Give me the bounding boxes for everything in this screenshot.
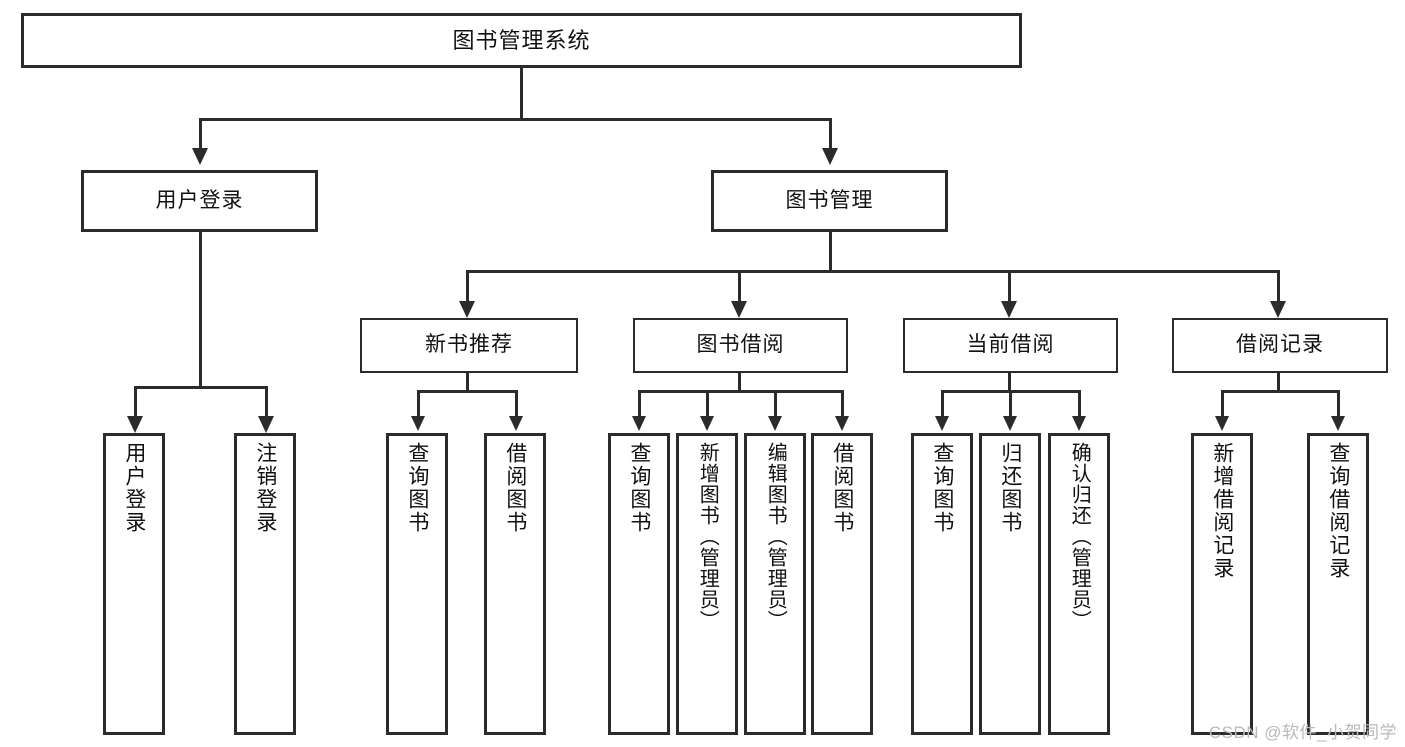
node-label: 注销登录 [253,442,277,534]
edge-user-login-child-2 [265,386,268,416]
leaf-nbr-borrow-books[interactable]: 借阅图书 [484,433,546,735]
node-current-borrow[interactable]: 当前借阅 [903,318,1118,373]
leaf-bb-add-book-admin[interactable]: 新增图书（管理员） [676,433,738,735]
edge-to-user-login [199,118,202,148]
arrow-br-child-1 [1215,416,1229,431]
node-new-book-recommend[interactable]: 新书推荐 [360,318,578,373]
edge-root-stem [520,68,523,120]
edge-borrow-record-stem [1277,373,1280,390]
node-label: 确认归还（管理员） [1068,442,1091,631]
node-label: 新增图书（管理员） [696,442,719,631]
node-root-book-management-system[interactable]: 图书管理系统 [21,13,1022,68]
node-label: 查询图书 [405,442,429,534]
leaf-bb-query-books[interactable]: 查询图书 [608,433,670,735]
node-label: 图书管理 [785,188,874,212]
leaf-bb-borrow-books[interactable]: 借阅图书 [811,433,873,735]
arrow-cb-child-1 [935,416,949,431]
node-label: 用户登录 [155,188,244,212]
edge-to-new-book-recommend [466,270,469,301]
edge-book-borrow-stem [738,373,741,390]
edge-new-book-recommend-stem [466,373,469,390]
edge-cb-child-1 [941,390,944,416]
arrow-bb-child-2 [700,416,714,431]
node-book-management[interactable]: 图书管理 [711,170,948,232]
edge-bb-child-1 [638,390,641,416]
leaf-cb-return-books[interactable]: 归还图书 [979,433,1041,735]
arrow-nbr-child-2 [509,416,523,431]
edge-to-book-management [829,118,832,148]
edge-to-borrow-record [1277,270,1280,301]
edge-bb-child-2 [706,390,709,416]
arrow-to-borrow-record [1270,301,1286,318]
edge-nbr-child-1 [417,390,420,416]
edge-bb-child-3 [774,390,777,416]
leaf-br-query-record[interactable]: 查询借阅记录 [1307,433,1369,735]
edge-to-current-borrow [1008,270,1011,301]
node-label: 新书推荐 [425,333,513,357]
edge-br-child-2 [1337,390,1340,416]
edge-borrow-record-bus [1221,390,1337,393]
node-label: 当前借阅 [966,333,1055,357]
edge-user-login-child-1 [134,386,137,416]
arrow-to-book-management [822,148,838,165]
leaf-logout-login[interactable]: 注销登录 [234,433,296,735]
node-label: 图书管理系统 [452,27,591,53]
edge-bb-child-4 [841,390,844,416]
node-borrow-record[interactable]: 借阅记录 [1172,318,1388,373]
edge-cb-child-2 [1009,390,1012,416]
node-label: 用户登录 [122,442,146,534]
node-label: 借阅图书 [503,442,527,534]
leaf-bb-edit-book-admin[interactable]: 编辑图书（管理员） [744,433,806,735]
arrow-user-login-child-2 [258,416,274,433]
edge-book-borrow-bus [638,390,844,393]
node-label: 查询图书 [930,442,954,534]
arrow-user-login-child-1 [127,416,143,433]
edge-user-login-stem [199,232,202,386]
node-label: 编辑图书（管理员） [764,442,787,631]
arrow-nbr-child-1 [411,416,425,431]
node-label: 图书借阅 [696,333,785,357]
edge-level1-bus [199,118,832,121]
node-label: 借阅记录 [1236,333,1324,357]
edge-nbr-child-2 [515,390,518,416]
arrow-to-new-book-recommend [459,301,475,318]
arrow-cb-child-2 [1003,416,1017,431]
node-book-borrow[interactable]: 图书借阅 [633,318,848,373]
arrow-to-book-borrow [731,301,747,318]
node-label: 查询借阅记录 [1326,442,1350,580]
node-user-login[interactable]: 用户登录 [81,170,318,232]
node-label: 归还图书 [998,442,1022,534]
arrow-to-user-login [192,148,208,165]
edge-book-management-stem [829,232,832,270]
leaf-user-login[interactable]: 用户登录 [103,433,165,735]
edge-cb-child-3 [1078,390,1081,416]
leaf-nbr-query-books[interactable]: 查询图书 [386,433,448,735]
leaf-br-add-record[interactable]: 新增借阅记录 [1191,433,1253,735]
arrow-to-current-borrow [1001,301,1017,318]
edge-new-book-recommend-bus [417,390,515,393]
edge-br-child-1 [1221,390,1224,416]
arrow-bb-child-1 [632,416,646,431]
node-label: 查询图书 [627,442,651,534]
edge-current-borrow-stem [1008,373,1011,390]
arrow-bb-child-4 [835,416,849,431]
edge-to-book-borrow [738,270,741,301]
arrow-cb-child-3 [1072,416,1086,431]
node-label: 借阅图书 [830,442,854,534]
edge-user-login-bus [134,386,265,389]
arrow-br-child-2 [1331,416,1345,431]
arrow-bb-child-3 [768,416,782,431]
edge-level2-bus [466,270,1278,273]
leaf-cb-confirm-return-admin[interactable]: 确认归还（管理员） [1048,433,1110,735]
csdn-watermark: CSDN @软件_小贺同学 [1208,723,1397,742]
leaf-cb-query-books[interactable]: 查询图书 [911,433,973,735]
node-label: 新增借阅记录 [1210,442,1234,580]
